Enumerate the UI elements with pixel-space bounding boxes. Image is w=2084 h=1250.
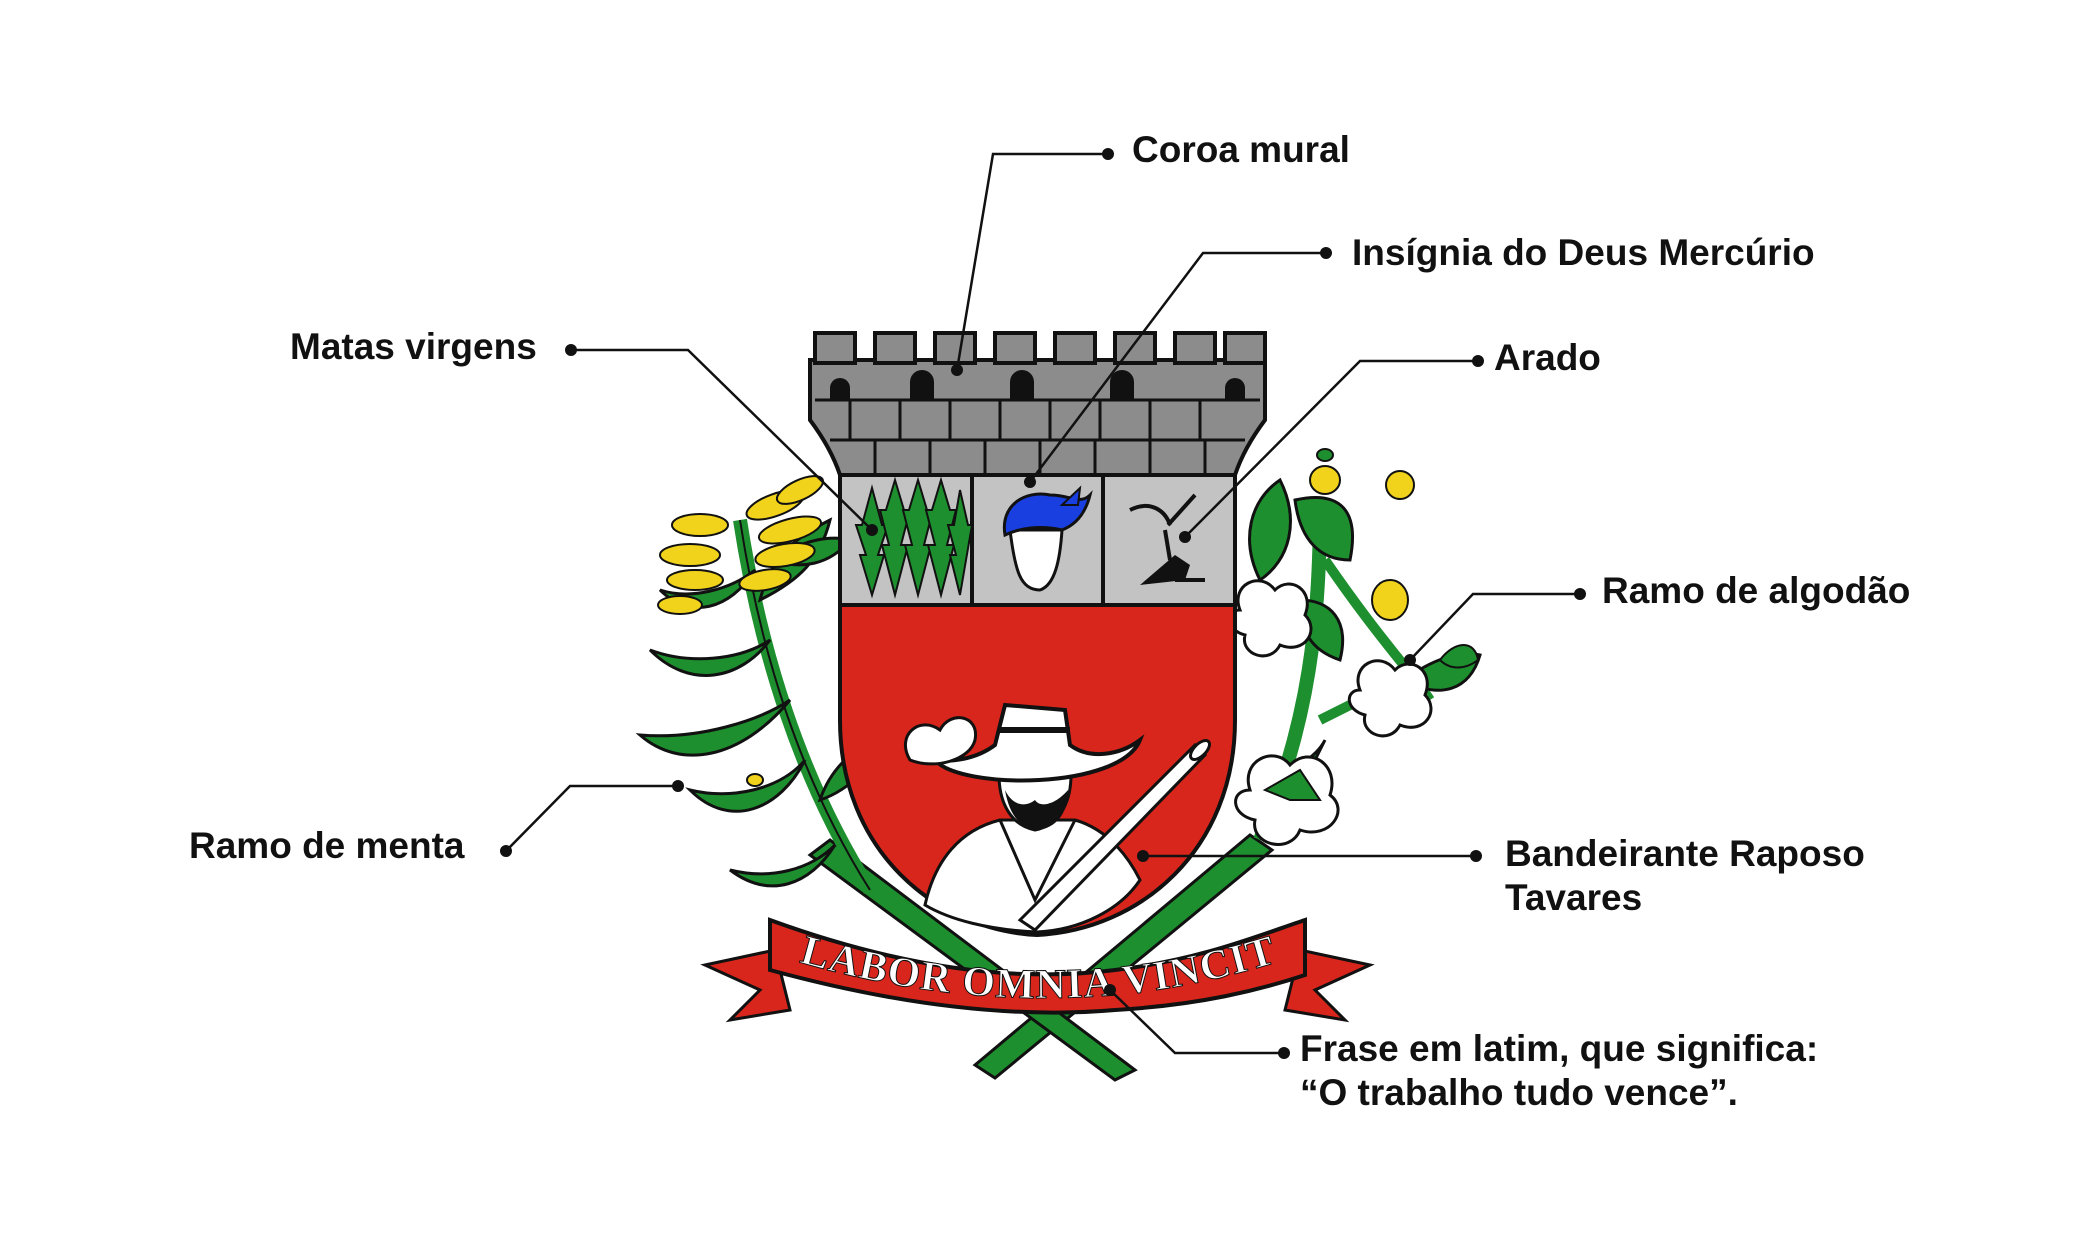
mural-crown [808, 331, 1267, 477]
plough-icon [1129, 493, 1205, 585]
label-bandeirante-line2: Tavares [1505, 877, 1643, 918]
forest-icon [854, 476, 974, 599]
label-matas-virgens: Matas virgens [290, 326, 537, 367]
label-coroa-mural: Coroa mural [1132, 129, 1350, 170]
leader-lines [505, 152, 1580, 1055]
cotton-branch [1227, 448, 1482, 846]
crossed-stems [807, 833, 1275, 1082]
label-frase-line2: “O trabalho tudo vence”. [1300, 1072, 1738, 1113]
label-frase-latim: Frase em latim, que significa: “O trabal… [1300, 1027, 1818, 1115]
label-ramo-algodao: Ramo de algodão [1602, 570, 1911, 611]
label-bandeirante-line1: Bandeirante Raposo [1505, 833, 1865, 874]
label-ramo-menta: Ramo de menta [189, 825, 465, 866]
label-bandeirante: Bandeirante Raposo Tavares [1505, 832, 1865, 920]
bandeirante-figure [903, 702, 1211, 934]
leader-dots [500, 148, 1586, 1059]
mercury-head-icon [1002, 485, 1093, 592]
label-insignia-mercurio: Insígnia do Deus Mercúrio [1352, 232, 1815, 273]
label-frase-line1: Frase em latim, que significa: [1300, 1028, 1819, 1069]
label-arado: Arado [1494, 337, 1601, 378]
